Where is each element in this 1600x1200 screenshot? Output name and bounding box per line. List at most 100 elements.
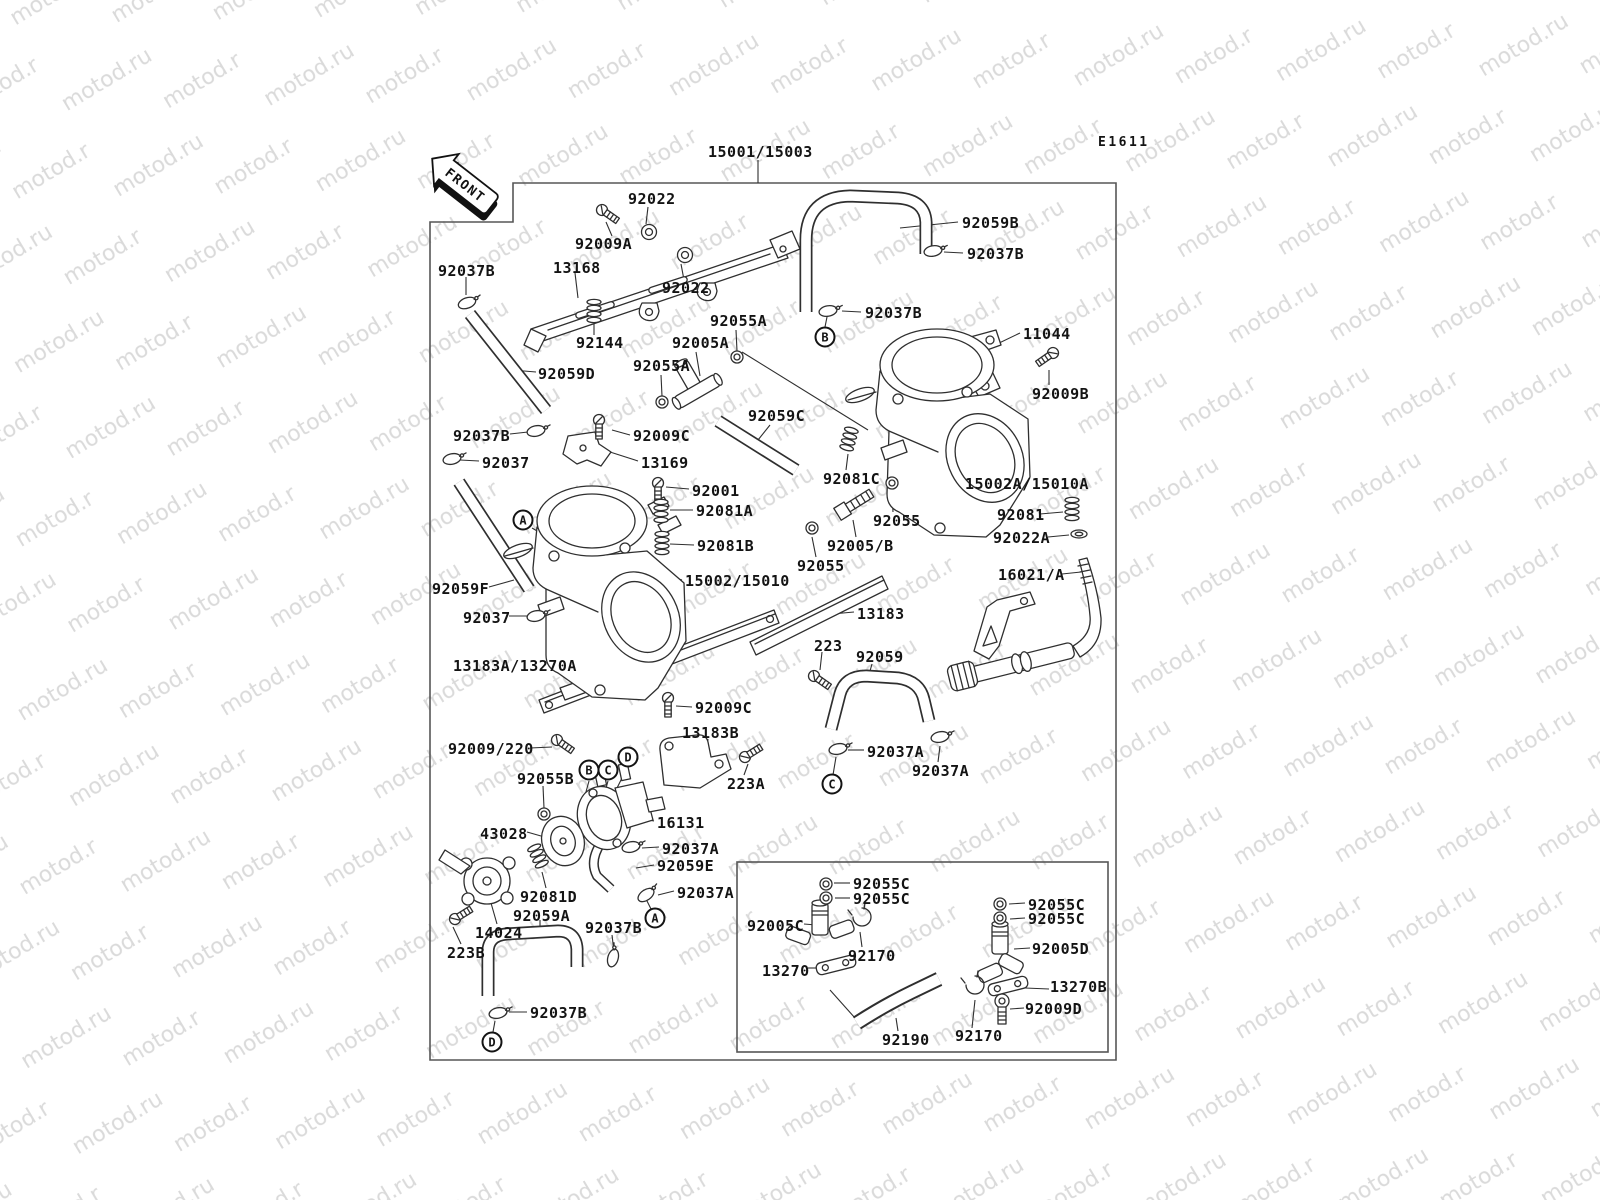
pump-14024	[438, 849, 516, 906]
part-number-label: 92005A	[672, 334, 730, 352]
bolt-92009D	[994, 993, 1010, 1025]
assembly-code-label: 15001/15003	[708, 143, 813, 161]
part-number-label: 11044	[1023, 325, 1071, 343]
part-number-label: 92037B	[453, 427, 511, 445]
part-number-label: 92009C	[695, 699, 753, 717]
part-number-label: 15002A/15010A	[965, 475, 1089, 493]
part-number-label: 13169	[641, 454, 689, 472]
part-number-label: 92037A	[662, 840, 720, 858]
part-number-label: 92001	[692, 482, 740, 500]
hose-92059B	[799, 189, 933, 312]
part-number-label: 92055A	[710, 312, 768, 330]
part-number-label: 92037B	[865, 304, 923, 322]
part-number-label: 92009B	[1032, 385, 1090, 403]
clamp-13169	[562, 431, 612, 467]
hose-92059	[824, 669, 936, 731]
part-number-label: 13270	[762, 962, 810, 980]
part-number-label: 92055	[797, 557, 845, 575]
part-number-label: 13168	[553, 259, 601, 277]
part-number-label: 92009A	[575, 235, 633, 253]
part-number-label: 92037B	[438, 262, 496, 280]
part-number-label: 92081B	[697, 537, 755, 555]
part-number-label: 92170	[848, 947, 896, 965]
part-number-label: 14024	[475, 924, 523, 942]
part-number-label: 92005D	[1032, 940, 1090, 958]
part-number-label: 92037A	[677, 884, 735, 902]
valve-16131	[576, 762, 666, 851]
callout-letter-B: B	[814, 326, 836, 348]
part-number-label: 15002/15010	[685, 572, 790, 590]
sheet-code-label: E1611	[1098, 135, 1150, 150]
small-parts	[438, 358, 1102, 1025]
part-number-label: 92055B	[517, 770, 575, 788]
part-number-label: 92005/B	[827, 537, 894, 555]
part-number-label: 13270B	[1050, 978, 1108, 996]
part-number-label: 223B	[447, 944, 486, 962]
part-number-label: 92009/220	[448, 740, 534, 758]
part-number-label: 92190	[882, 1031, 930, 1049]
carburetor-right	[845, 328, 1031, 538]
callout-letter-D: D	[617, 746, 639, 768]
diaphragm-43028	[540, 815, 586, 867]
part-number-label: 13183A/13270A	[453, 657, 577, 675]
part-number-label: 92144	[576, 334, 624, 352]
part-number-label: 92037B	[967, 245, 1025, 263]
callout-letter-A: A	[644, 907, 666, 929]
hose-92059A	[481, 924, 584, 996]
part-number-label: 92055C	[1028, 896, 1086, 914]
hoses	[453, 189, 943, 1030]
part-number-label: 92059A	[513, 907, 571, 925]
part-number-label: 92022	[662, 279, 710, 297]
hose-92190	[852, 972, 943, 1030]
part-number-label: 92059F	[432, 580, 490, 598]
part-number-label: 223	[814, 637, 843, 655]
inset-box	[736, 861, 1109, 1053]
callout-letter-B: B	[578, 759, 600, 781]
part-number-label: 223A	[727, 775, 766, 793]
part-number-label: 92037	[463, 609, 511, 627]
part-number-label: 16021/A	[998, 566, 1065, 584]
part-number-label: 92022A	[993, 529, 1051, 547]
part-number-label: 92081	[997, 506, 1045, 524]
part-number-label: 92055	[873, 512, 921, 530]
tube-92059F	[453, 478, 535, 593]
part-number-label: 92037A	[867, 743, 925, 761]
part-number-label: 92170	[955, 1027, 1003, 1045]
cable-16021A	[946, 557, 1102, 692]
part-number-label: 92059B	[962, 214, 1020, 232]
part-number-label: 92009D	[1025, 1000, 1083, 1018]
part-number-label: 92055C	[853, 875, 911, 893]
tube-92059D	[464, 309, 552, 415]
washer-92022A	[1070, 529, 1088, 539]
part-number-label: 92059	[856, 648, 904, 666]
part-number-label: 92055C	[853, 890, 911, 908]
callout-letter-C: C	[597, 759, 619, 781]
tee-92005A	[671, 358, 723, 410]
part-number-label: 92055C	[1028, 910, 1086, 928]
part-number-label: 92022	[628, 190, 676, 208]
part-number-label: 16131	[657, 814, 705, 832]
bracket-13183B	[659, 734, 732, 789]
callout-letter-D: D	[481, 1031, 503, 1053]
bolt-92005B	[833, 488, 875, 521]
part-number-label: 92081A	[696, 502, 754, 520]
part-number-label: 92037A	[912, 762, 970, 780]
o-rings	[537, 350, 1088, 925]
part-number-label: 92059C	[748, 407, 806, 425]
part-number-label: 43028	[480, 825, 528, 843]
part-number-label: 92081D	[520, 888, 578, 906]
part-number-label: 92037B	[585, 919, 643, 937]
part-number-label: 92009C	[633, 427, 691, 445]
part-number-label: 13183	[857, 605, 905, 623]
part-number-label: 13183B	[682, 724, 740, 742]
part-number-label: 92055A	[633, 357, 691, 375]
bracket-13183	[749, 575, 889, 656]
tube-92059C	[714, 415, 800, 476]
part-number-label: 92059D	[538, 365, 596, 383]
part-number-label: 92005C	[747, 917, 805, 935]
part-number-label: 92059E	[657, 857, 715, 875]
diagram-borders	[429, 182, 1117, 1061]
